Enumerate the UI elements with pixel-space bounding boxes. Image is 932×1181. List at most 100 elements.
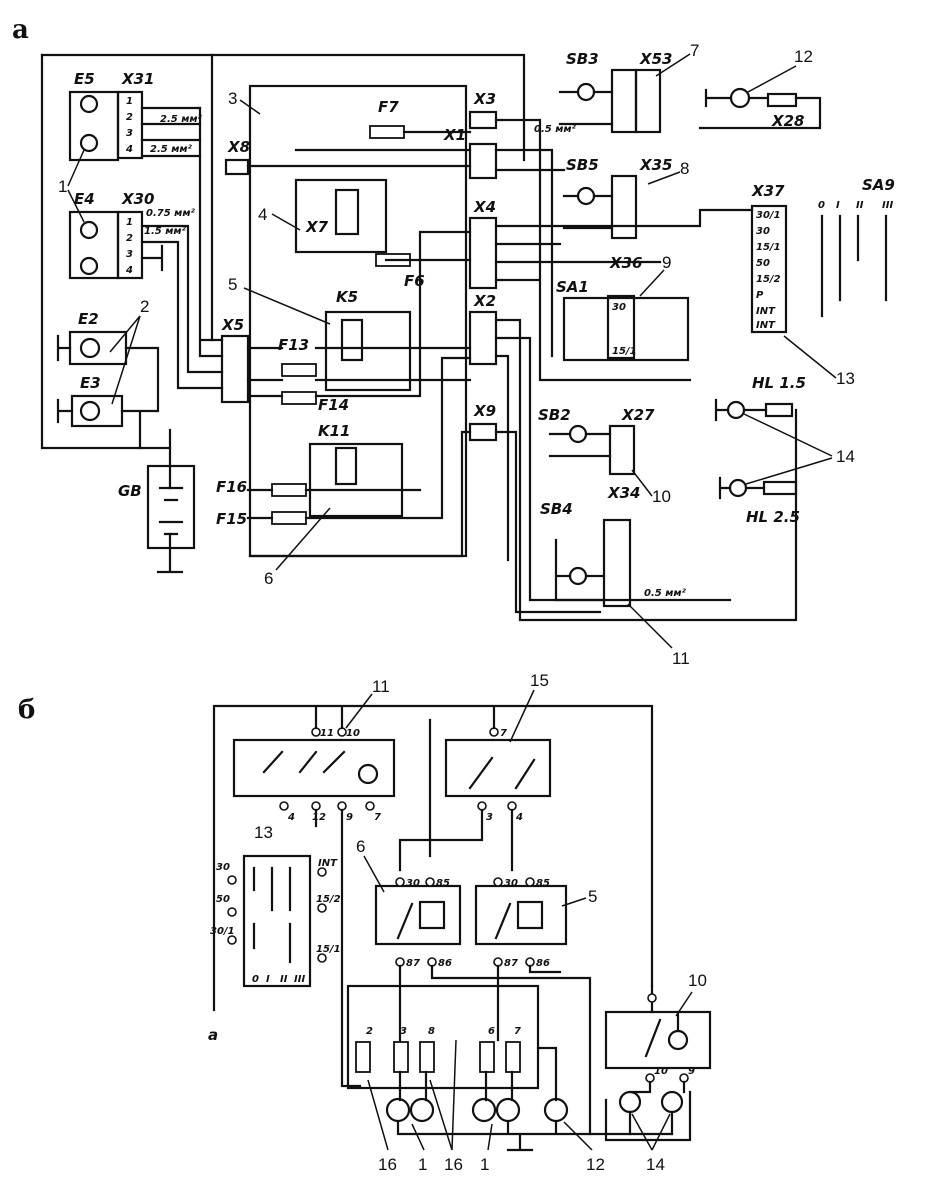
pin (647, 993, 657, 1003)
wire (558, 90, 614, 126)
lamp-icon (79, 94, 99, 114)
pin (645, 1073, 655, 1083)
X5-connector (220, 334, 250, 404)
F13-fuse (281, 363, 317, 377)
wire-mark: 0.5 мм² (534, 124, 577, 135)
SB5-label: SB5 (566, 156, 599, 174)
SB3-label: SB3 (566, 50, 599, 68)
SB2-label: SB2 (538, 406, 571, 424)
sa9-contact-bar (820, 214, 888, 318)
pin-num: 1 (126, 96, 133, 107)
pin-num: 30 (216, 862, 230, 873)
leader (631, 1113, 671, 1151)
X30-label: X30 (121, 190, 154, 208)
pin-num: 4 (515, 812, 523, 823)
pin (311, 801, 321, 811)
E3-label: E3 (80, 374, 101, 392)
wire (548, 432, 612, 458)
pin-num: II (280, 974, 288, 985)
leader (631, 469, 653, 497)
pin-num: III (294, 974, 305, 985)
pin (525, 957, 535, 967)
pin-num: 6 (488, 1026, 495, 1037)
switch-contact (252, 866, 292, 964)
pin (279, 801, 289, 811)
fuse (479, 1041, 495, 1073)
pin-num: 3 (486, 812, 493, 823)
X8-label: X8 (227, 138, 250, 156)
sa9-pos: 0 (818, 200, 825, 211)
F13-label: F13 (278, 336, 309, 354)
relay-5 (474, 884, 568, 946)
lamp-icon (79, 133, 99, 153)
headlamp-icon (409, 1097, 435, 1123)
switch-contact (494, 902, 512, 940)
X1-label: X1 (443, 126, 466, 144)
callout-13: 13 (836, 369, 855, 388)
E5-label: E5 (74, 70, 95, 88)
X1-connector (468, 142, 498, 180)
pin-num: 7 (514, 1026, 521, 1037)
X34-label: X34 (607, 484, 640, 502)
callout-10: 10 (652, 487, 671, 506)
pin-num: 7 (374, 812, 381, 823)
pin-num: 85 (536, 878, 550, 889)
wire (120, 346, 160, 450)
callout-9: 9 (662, 253, 671, 272)
relay-6 (374, 884, 462, 946)
pin-num: 2 (366, 1026, 373, 1037)
X9-connector (468, 422, 498, 442)
x37-terminal: 50 (756, 258, 770, 269)
lamp-icon (667, 1029, 689, 1051)
pin-num: 10 (346, 728, 360, 739)
F15-label: F15 (216, 510, 247, 528)
E2-label: E2 (78, 310, 99, 328)
pin (525, 877, 535, 887)
relay-coil (340, 318, 364, 362)
pin-num: 2 (126, 233, 133, 244)
pin-num: 30 (406, 878, 420, 889)
pin (427, 957, 437, 967)
switch-11 (232, 738, 396, 798)
pin (493, 957, 503, 967)
pin (317, 953, 327, 963)
ground (140, 244, 164, 272)
connector (764, 402, 794, 418)
F16-fuse (271, 483, 307, 497)
X7-label: X7 (305, 218, 329, 236)
F7-label: F7 (378, 98, 399, 116)
leader (783, 335, 837, 379)
callout-5: 5 (228, 275, 237, 294)
pin (507, 801, 517, 811)
pin-num: 4 (287, 812, 295, 823)
wire (718, 476, 766, 500)
pin-num: 0 (252, 974, 259, 985)
pin (317, 867, 327, 877)
X5-label: X5 (221, 316, 244, 334)
mark-a: а (208, 1026, 218, 1044)
pin-num: 2 (126, 112, 133, 123)
pin (317, 903, 327, 913)
wire (604, 1080, 692, 1142)
headlamp-icon (495, 1097, 521, 1123)
ignition-switch-13 (242, 854, 312, 988)
relay-coil (334, 188, 360, 236)
lamp-icon (79, 256, 99, 276)
callout-1: 1 (58, 177, 67, 196)
pin (493, 877, 503, 887)
pin-num: 30/1 (210, 926, 235, 937)
GB-label: GB (118, 482, 142, 500)
callout-1: 1 (418, 1155, 427, 1174)
callout-15: 15 (530, 671, 549, 690)
HL15-label: HL 1.5 (752, 374, 806, 392)
lamp-icon (79, 337, 101, 359)
pin-num: 86 (438, 958, 452, 969)
pin-num: 11 (320, 728, 334, 739)
pin-num: 4 (125, 144, 133, 155)
wire-mark: 2.5 мм² (160, 114, 203, 125)
X28-label: X28 (771, 112, 804, 130)
HL25-label: HL 2.5 (746, 508, 800, 526)
pin-num: 10 (654, 1066, 668, 1077)
X28-connector (766, 92, 798, 108)
connector (762, 480, 798, 496)
